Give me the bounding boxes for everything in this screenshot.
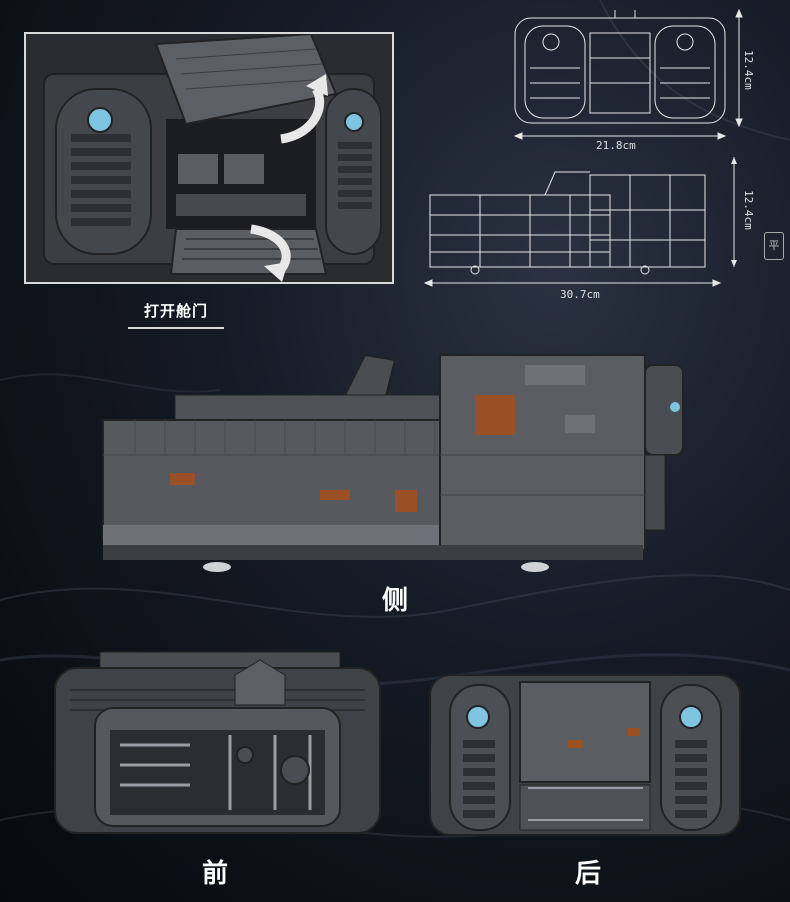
back-view-caption: 后 xyxy=(574,859,601,889)
open-hatch-photo xyxy=(24,32,394,284)
side-dimension-drawing xyxy=(423,171,722,287)
side-view-model xyxy=(102,353,684,572)
top-width-label: 21.8cm xyxy=(596,139,636,152)
front-view-model xyxy=(54,651,381,834)
front-dimension-drawing xyxy=(513,8,743,140)
left-light xyxy=(87,107,113,133)
open-hatch-caption: 打开舱门 xyxy=(143,302,208,320)
side-width-label: 30.7cm xyxy=(560,288,600,301)
badge-mark: 平 xyxy=(764,232,784,260)
caption-underline xyxy=(128,327,224,329)
side-height-arrow xyxy=(731,157,737,267)
open-hatch-illustration xyxy=(26,34,392,282)
back-view-model xyxy=(429,674,741,836)
top-height-label: 12.4cm xyxy=(742,50,755,90)
front-view-caption: 前 xyxy=(201,859,228,889)
side-height-label: 12.4cm xyxy=(742,190,755,230)
side-view-caption: 侧 xyxy=(381,586,408,616)
